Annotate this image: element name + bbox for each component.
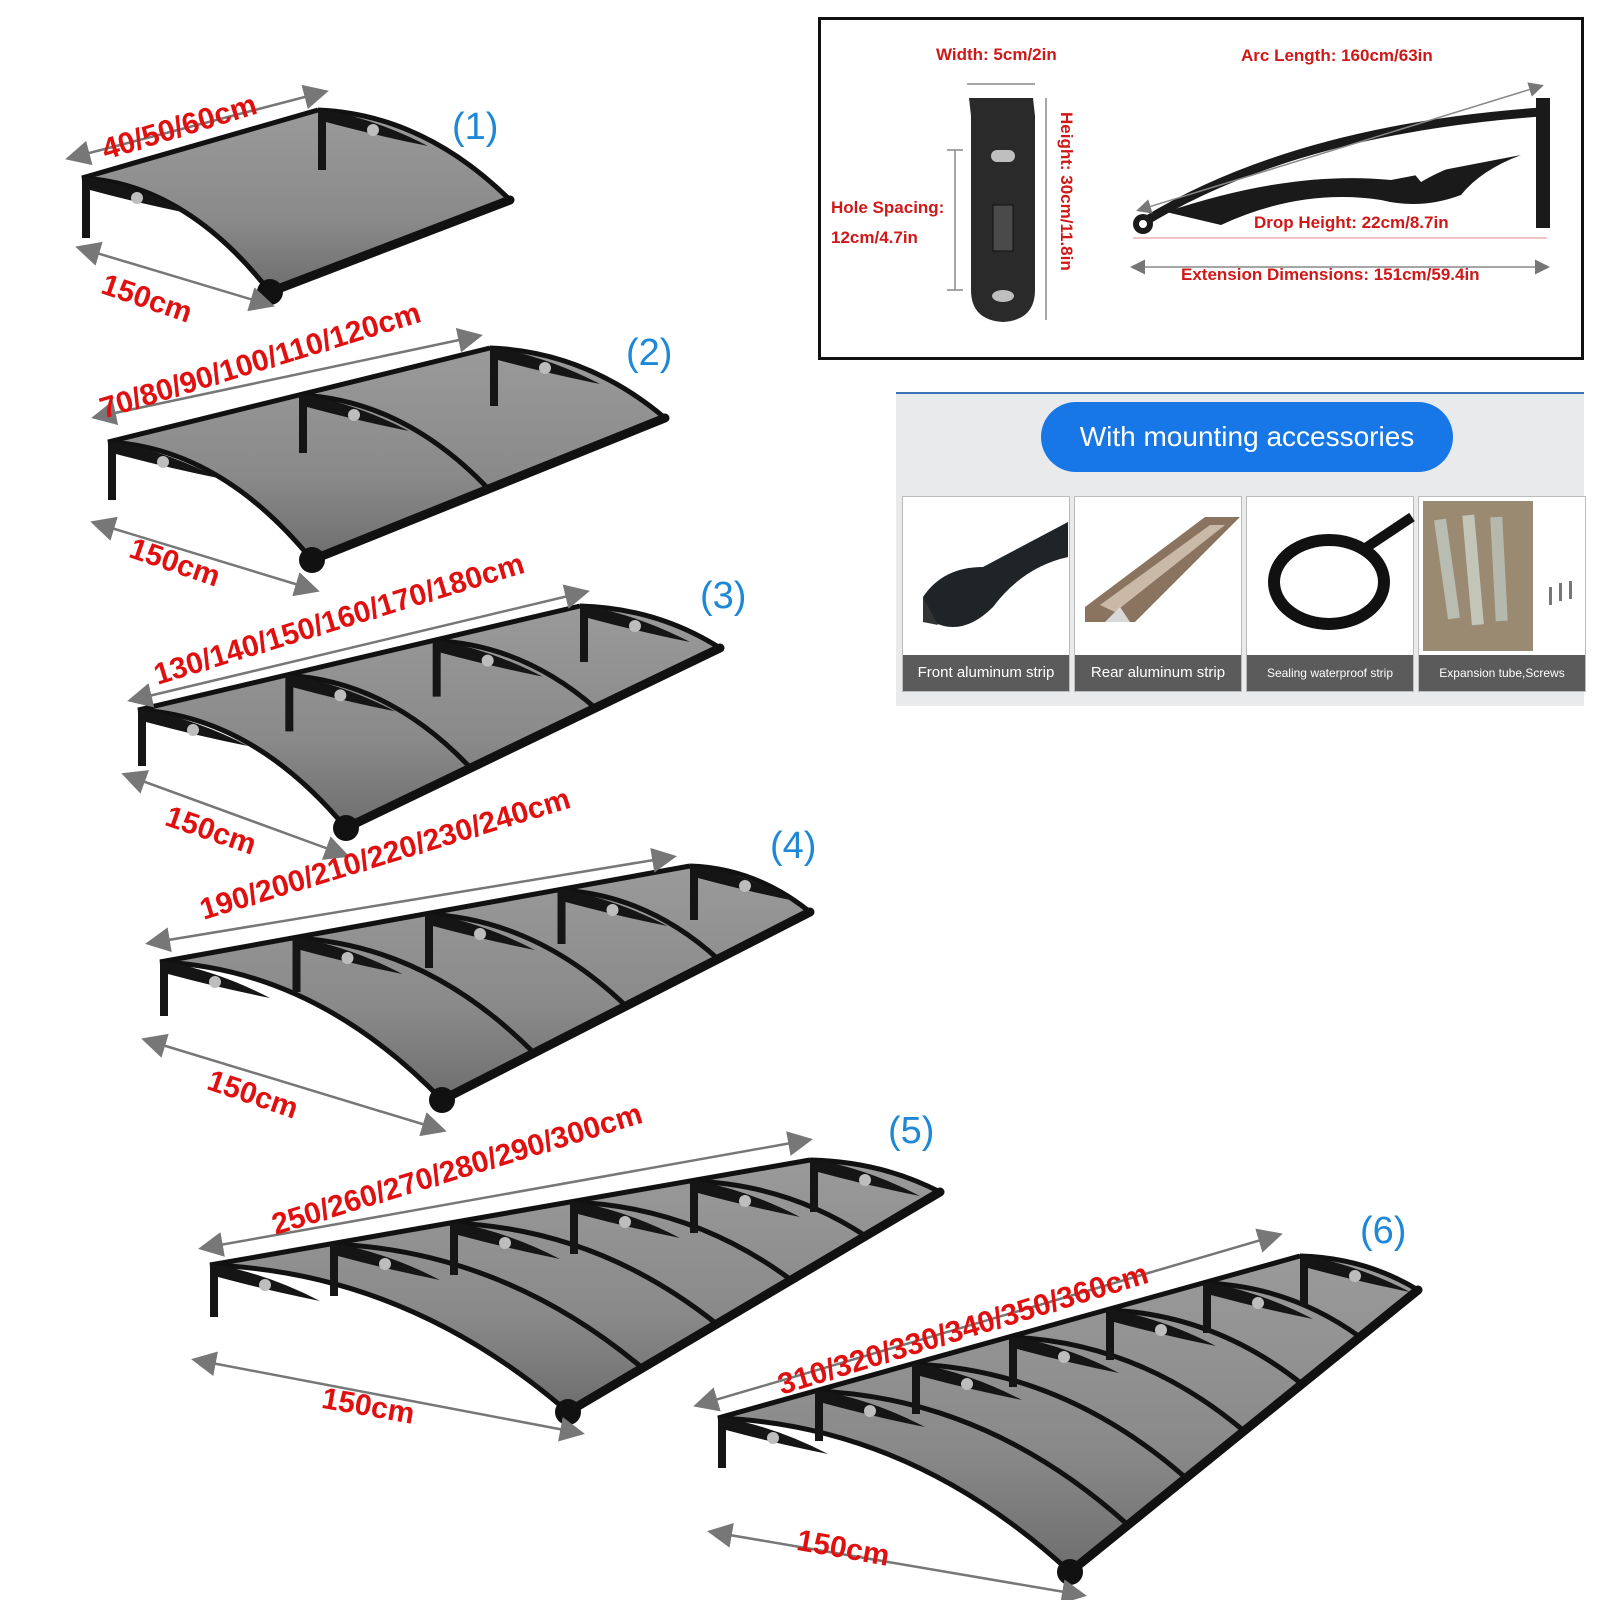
accessory-card-expansion-screws: Expansion tube,Screws <box>1418 496 1586 692</box>
arc-length-dim-line <box>1136 82 1544 214</box>
spec-hole-spacing-label: Hole Spacing: <box>831 198 945 217</box>
canopy-6-width-arrow <box>693 1228 1283 1412</box>
canopy-6-bracket-6 <box>1300 1256 1410 1306</box>
canopy-3-width-arrow <box>127 584 590 708</box>
canopy-3-bracket-3 <box>580 606 690 662</box>
canopy-5-bracket-hole-5 <box>859 1174 871 1186</box>
front-strip-image <box>923 522 1068 627</box>
canopy-6-bracket-hole-0 <box>767 1432 779 1444</box>
canopy-5-width-arrow <box>198 1131 813 1257</box>
canopy-6-bracket-hole-6 <box>1349 1270 1361 1282</box>
spec-extension: Extension Dimensions: 151cm/59.4in <box>1181 265 1480 284</box>
bracket-front-view <box>969 98 1035 322</box>
canopy-6-bracket-hole-1 <box>864 1405 876 1417</box>
canopy-6-rib-6 <box>1299 1253 1420 1293</box>
spec-width: Width: 5cm/2in <box>936 45 1057 64</box>
canopy-6-bracket-hole-5 <box>1252 1297 1264 1309</box>
accessory-label-front-strip: Front aluminum strip <box>903 655 1069 691</box>
bracket-spec-box: Width: 5cm/2in Height: 30cm/11.8in Hole … <box>818 17 1584 360</box>
canopy-3-bracket-0 <box>138 710 248 766</box>
canopy-1-front-rail <box>265 195 515 297</box>
spec-height: Height: 30cm/11.8in <box>1057 112 1076 271</box>
canopy-3-bracket-hole-0 <box>187 724 199 736</box>
canopy-4-rib-4 <box>689 863 812 914</box>
canopy-2-end-cap <box>299 547 325 573</box>
canopy-4-bracket-hole-0 <box>209 976 221 988</box>
canopy-1-bracket-hole-0 <box>131 192 143 204</box>
rear-strip-image <box>1085 517 1240 622</box>
canopy-2-number-label: (2) <box>626 332 673 374</box>
spec-drop-height: Drop Height: 22cm/8.7in <box>1254 213 1449 232</box>
canopy-2-depth-arrow <box>90 516 320 597</box>
canopy-2-bracket-hole-0 <box>157 456 169 468</box>
canopy-3-bracket-hole-3 <box>629 620 641 632</box>
canopy-6-bracket-hole-2 <box>961 1378 973 1390</box>
canopy-2-bracket-2 <box>490 348 600 406</box>
canopy-1-bracket-1 <box>318 110 428 170</box>
canopy-2-bracket-hole-1 <box>348 409 360 421</box>
accessory-label-rear-strip: Rear aluminum strip <box>1075 655 1241 691</box>
canopy-1-bracket-0 <box>82 178 192 238</box>
canopy-4-depth-arrow <box>141 1033 447 1137</box>
canopy-5-rib-5 <box>809 1157 942 1195</box>
canopy-1-number-label: (1) <box>452 106 499 148</box>
canopy-4-bracket-hole-2 <box>474 928 486 940</box>
canopy-3-number-label: (3) <box>700 575 747 617</box>
accessory-label-expansion-screws: Expansion tube,Screws <box>1419 655 1585 691</box>
canopy-1-bracket-hole-1 <box>367 124 379 136</box>
canopy-3-bracket-hole-1 <box>334 689 347 702</box>
expansion-screws-image <box>1423 501 1572 651</box>
canopy-5-number-label: (5) <box>888 1110 935 1152</box>
canopy-6-end-cap <box>1057 1559 1083 1585</box>
canopy-6-number-label: (6) <box>1360 1210 1407 1252</box>
canopy-6-bracket-hole-3 <box>1058 1351 1070 1363</box>
canopy-5-bracket-5 <box>810 1160 920 1212</box>
canopy-4-bracket-hole-1 <box>341 952 354 964</box>
canopy-5-bracket-hole-4 <box>739 1195 751 1207</box>
canopy-3-bracket-hole-2 <box>481 654 494 667</box>
canopy-2-width-arrow <box>91 327 483 426</box>
accessories-panel: With mounting accessories Front aluminum… <box>896 392 1586 706</box>
canopy-5-bracket-hole-0 <box>259 1279 271 1291</box>
canopy-5-end-cap <box>555 1399 581 1425</box>
accessories-title: With mounting accessories <box>1041 402 1453 472</box>
canopy-4-bracket-hole-3 <box>606 904 619 916</box>
accessory-card-front-strip: Front aluminum strip <box>902 496 1070 692</box>
canopy-5-bracket-0 <box>210 1265 320 1317</box>
canopy-5-bracket-hole-3 <box>619 1216 631 1228</box>
canopy-6-bracket-0 <box>718 1418 828 1468</box>
canopy-4-bracket-4 <box>690 866 800 920</box>
accessory-card-rear-strip: Rear aluminum strip <box>1074 496 1242 692</box>
canopy-4-width-arrow <box>145 847 677 953</box>
canopy-3-end-cap <box>333 815 359 841</box>
canopy-6-bracket-hole-4 <box>1155 1324 1167 1336</box>
canopy-1-depth-arrow <box>75 241 275 312</box>
canopy-2-bracket-0 <box>108 442 218 500</box>
accessory-label-sealing-strip: Sealing waterproof strip <box>1247 655 1413 691</box>
canopy-3-depth-arrow <box>121 770 350 860</box>
canopy-2-rib-2 <box>489 345 667 420</box>
canopy-1-width-arrow <box>65 84 329 166</box>
canopy-3-front-rail <box>341 643 725 833</box>
accessory-card-sealing-strip: Sealing waterproof strip <box>1246 496 1415 692</box>
canopy-2-bracket-hole-2 <box>539 362 551 374</box>
canopy-5-depth-arrow <box>191 1351 585 1442</box>
spec-arc-length: Arc Length: 160cm/63in <box>1241 46 1433 65</box>
canopy-4-bracket-0 <box>160 962 270 1016</box>
spec-hole-spacing-value: 12cm/4.7in <box>831 228 918 247</box>
canopy-4-end-cap <box>429 1087 455 1113</box>
canopy-1-rib-1 <box>317 107 512 202</box>
canopy-5-bracket-hole-2 <box>499 1237 511 1249</box>
canopy-4-number-label: (4) <box>770 825 817 867</box>
sealing-strip-image <box>1268 512 1415 630</box>
canopy-5-bracket-1 <box>330 1244 440 1296</box>
canopy-6-depth-arrow <box>707 1523 1087 1600</box>
canopy-4-bracket-hole-4 <box>739 880 751 892</box>
bracket-spec-drawing <box>947 82 1550 322</box>
canopy-5-bracket-hole-1 <box>379 1258 391 1270</box>
canopy-3-rib-3 <box>579 603 722 651</box>
